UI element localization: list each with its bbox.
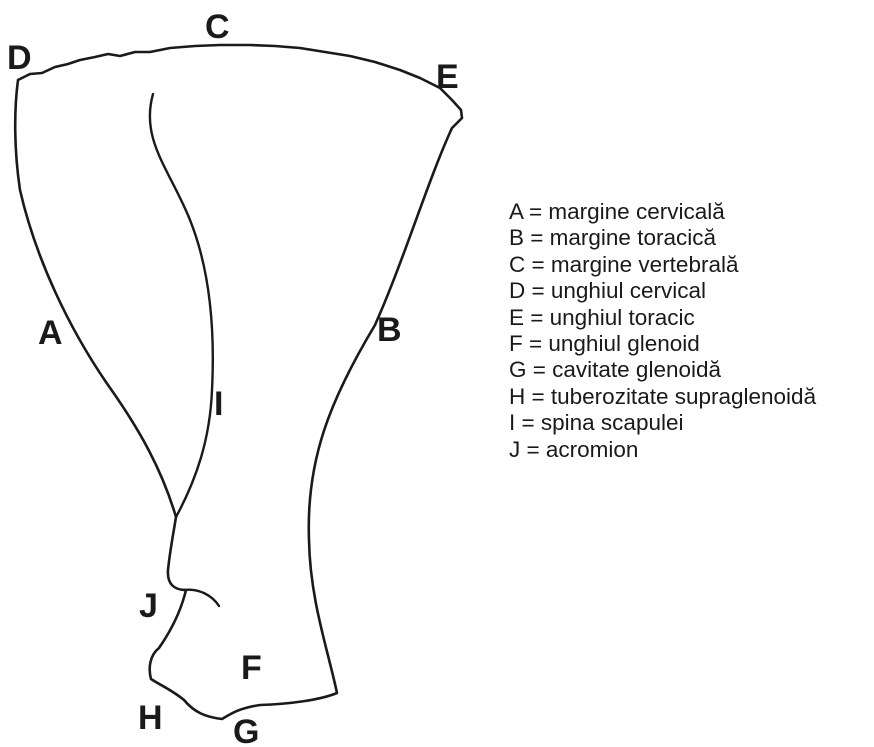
legend-item-g: G = cavitate glenoidă: [509, 357, 816, 383]
label-h: H: [138, 699, 163, 737]
legend-item-c: C = margine vertebrală: [509, 252, 816, 278]
label-i: I: [214, 385, 223, 423]
label-a: A: [38, 314, 63, 352]
spine-line: [150, 94, 213, 517]
label-j: J: [139, 587, 158, 625]
legend-item-f: F = unghiul glenoid: [509, 331, 816, 357]
legend-item-i: I = spina scapulei: [509, 410, 816, 436]
label-c: C: [205, 8, 230, 46]
legend-item-d: D = unghiul cervical: [509, 278, 816, 304]
legend-item-b: B = margine toracică: [509, 225, 816, 251]
label-d: D: [7, 39, 32, 77]
legend-item-e: E = unghiul toracic: [509, 305, 816, 331]
legend-item-j: J = acromion: [509, 437, 816, 463]
legend-item-a: A = margine cervicală: [509, 199, 816, 225]
scapula-outline: [15, 45, 462, 719]
label-e: E: [436, 58, 459, 96]
label-b: B: [377, 311, 402, 349]
acromion-hook: [184, 590, 219, 606]
label-g: G: [233, 713, 259, 747]
legend: A = margine cervicală B = margine toraci…: [509, 199, 816, 463]
legend-item-h: H = tuberozitate supraglenoidă: [509, 384, 816, 410]
label-f: F: [241, 649, 262, 687]
